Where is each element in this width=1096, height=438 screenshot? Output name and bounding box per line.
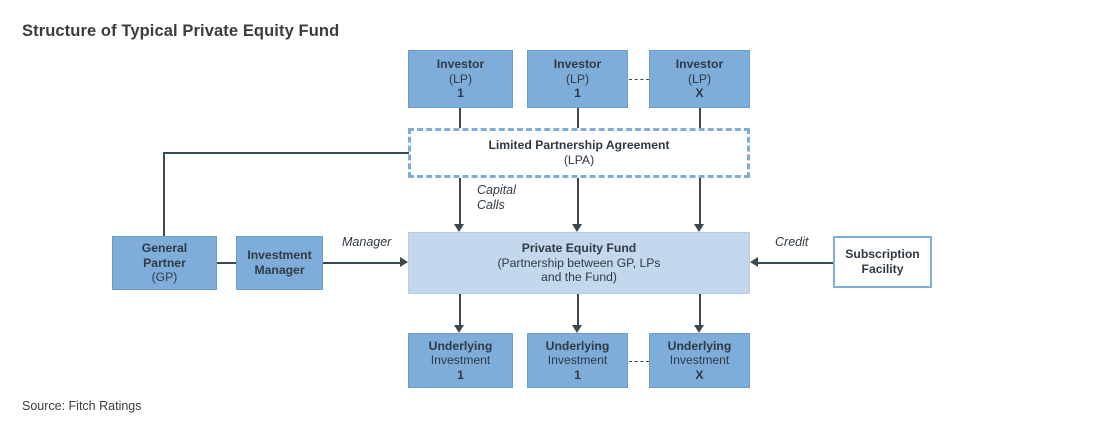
- subscription-facility-line1: Subscription: [845, 247, 920, 262]
- subscription-facility-line2: Facility: [861, 262, 904, 276]
- node-general-partner: General Partner (GP): [112, 236, 217, 290]
- underlying-1-line3: 1: [457, 367, 464, 382]
- arrowhead-manager-to-fund: [400, 257, 408, 267]
- gp-line2: Partner: [143, 255, 186, 270]
- gp-line1: General: [141, 241, 188, 256]
- connector-investor-x-to-lpa: [699, 108, 701, 130]
- source-note: Source: Fitch Ratings: [22, 399, 142, 413]
- connector-fund-to-investment-1: [459, 294, 461, 326]
- node-underlying-investment-x: Underlying Investment X: [649, 333, 750, 388]
- node-investor-x-line2: (LP): [687, 71, 712, 86]
- node-investor-1-line3: 1: [457, 86, 464, 101]
- underlying-x-line1: Underlying: [667, 338, 732, 353]
- connector-lpa-to-fund-2: [577, 178, 579, 225]
- node-investor-2-line1: Investor: [553, 57, 602, 72]
- connector-subscription-facility-to-fund: [758, 262, 833, 264]
- underlying-2-line3: 1: [574, 367, 581, 382]
- edge-label-manager: Manager: [342, 235, 392, 249]
- fund-subtitle-1: (Partnership between GP, LPs: [497, 255, 661, 270]
- node-investor-2-line3: 1: [574, 86, 581, 101]
- underlying-1-line2: Investment: [430, 353, 491, 368]
- node-investor-x-line3: X: [695, 86, 704, 101]
- node-private-equity-fund: Private Equity Fund (Partnership between…: [408, 232, 750, 294]
- edge-label-credit: Credit: [775, 235, 809, 249]
- arrowhead-lpa-to-fund-2: [572, 224, 582, 232]
- node-subscription-facility: Subscription Facility: [833, 236, 932, 288]
- underlying-1-line1: Underlying: [428, 338, 493, 353]
- node-investor-x-line1: Investor: [675, 57, 724, 72]
- node-investor-x: Investor (LP) X: [649, 50, 750, 108]
- connector-investment-manager-to-fund: [323, 262, 401, 264]
- lpa-title: Limited Partnership Agreement: [488, 138, 670, 153]
- node-investor-1-line2: (LP): [448, 71, 473, 86]
- node-investor-2: Investor (LP) 1: [527, 50, 628, 108]
- node-investment-manager: Investment Manager: [236, 236, 323, 290]
- connector-investor-2-to-lpa: [577, 108, 579, 130]
- arrowhead-fund-to-investment-2: [572, 325, 582, 333]
- arrowhead-lpa-to-fund-1: [454, 224, 464, 232]
- connector-fund-to-investment-x: [699, 294, 701, 326]
- connector-gp-to-lpa-vertical: [163, 152, 165, 236]
- fund-subtitle-2: and the Fund): [541, 270, 617, 285]
- page-title: Structure of Typical Private Equity Fund: [22, 22, 340, 40]
- arrowhead-fund-to-investment-1: [454, 325, 464, 333]
- connector-investor-1-to-lpa: [459, 108, 461, 130]
- node-investor-1: Investor (LP) 1: [408, 50, 513, 108]
- underlying-x-line2: Investment: [669, 353, 730, 368]
- connector-investments-ellipsis: [629, 361, 649, 362]
- node-underlying-investment-1: Underlying Investment 1: [408, 333, 513, 388]
- node-underlying-investment-2: Underlying Investment 1: [527, 333, 628, 388]
- underlying-2-line1: Underlying: [545, 338, 610, 353]
- connector-fund-to-investment-2: [577, 294, 579, 326]
- arrowhead-lpa-to-fund-x: [694, 224, 704, 232]
- fund-title: Private Equity Fund: [521, 241, 637, 256]
- edge-label-capital-calls: Capital Calls: [477, 183, 516, 212]
- connector-lpa-to-fund-x: [699, 178, 701, 225]
- underlying-2-line2: Investment: [547, 353, 608, 368]
- investment-manager-line2: Manager: [254, 263, 305, 277]
- connector-lpa-to-fund-1: [459, 178, 461, 225]
- node-investor-1-line1: Investor: [436, 57, 485, 72]
- node-investor-2-line2: (LP): [565, 71, 590, 86]
- connector-gp-to-lpa-horizontal: [163, 152, 409, 154]
- gp-abbrev: (GP): [151, 270, 178, 285]
- underlying-x-line3: X: [695, 367, 704, 382]
- lpa-abbrev: (LPA): [563, 153, 595, 167]
- node-limited-partnership-agreement: Limited Partnership Agreement (LPA): [408, 128, 750, 178]
- connector-investors-ellipsis: [629, 79, 649, 80]
- connector-gp-to-investment-manager: [217, 262, 236, 264]
- arrowhead-credit-to-fund: [750, 257, 758, 267]
- arrowhead-fund-to-investment-x: [694, 325, 704, 333]
- investment-manager-line1: Investment: [247, 248, 312, 263]
